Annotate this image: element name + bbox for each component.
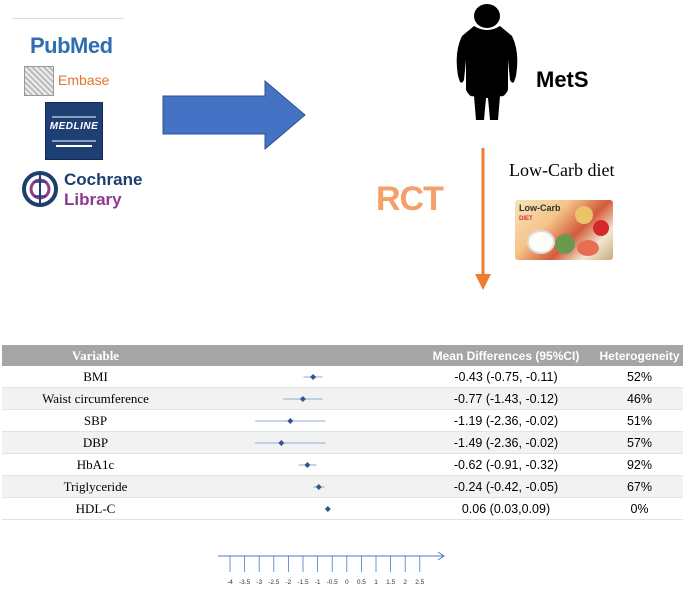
results-table: Variable Mean Differences (95%CI) Hetero…	[2, 345, 683, 520]
table-row: DBP -1.49 (-2.36, -0.02)57%	[2, 431, 683, 454]
medline-logo-text: MEDLINE	[49, 121, 99, 132]
forest-plot-row	[324, 506, 331, 512]
cochrane-logo: Cochrane Library	[22, 168, 152, 212]
pubmed-logo: PubMed	[12, 18, 124, 59]
right-arrow-icon	[162, 80, 306, 150]
forest-plot-row	[255, 418, 326, 424]
row-mean-difference: 0.06 (0.03,0.09)	[416, 497, 596, 520]
medline-emblem-icon	[52, 116, 96, 147]
mean-difference-marker	[324, 506, 331, 512]
down-arrow-icon	[475, 148, 491, 290]
row-heterogeneity: 52%	[596, 366, 683, 388]
row-forest-plot	[189, 431, 416, 454]
forest-plot-row	[303, 374, 323, 380]
row-variable: HbA1c	[2, 453, 189, 476]
axis-tick-label: 1.5	[386, 579, 395, 586]
axis-tick-label: -3.5	[239, 579, 251, 586]
forest-plot-row	[283, 396, 323, 402]
forest-plot-row	[298, 462, 317, 468]
row-forest-plot	[189, 453, 416, 476]
header-plot	[189, 345, 416, 366]
axis-tick-label: 2	[403, 579, 407, 586]
forest-plot-row	[255, 440, 326, 446]
row-mean-difference: -0.77 (-1.43, -0.12)	[416, 387, 596, 410]
forest-plot-row	[313, 484, 325, 490]
header-mean-differences: Mean Differences (95%CI)	[416, 345, 596, 366]
row-variable: Waist circumference	[2, 387, 189, 410]
row-mean-difference: -0.62 (-0.91, -0.32)	[416, 453, 596, 476]
row-mean-difference: -1.19 (-2.36, -0.02)	[416, 409, 596, 432]
mets-label: MetS	[536, 67, 589, 92]
rct-label: RCT	[376, 180, 444, 218]
header-heterogeneity: Heterogeneity	[596, 345, 683, 366]
obese-person-icon	[456, 4, 518, 120]
table-row: HbA1c -0.62 (-0.91, -0.32)92%	[2, 453, 683, 476]
embase-logo-text: Embase	[58, 72, 110, 88]
pubmed-logo-text: PubMed	[30, 33, 113, 58]
row-forest-plot	[189, 475, 416, 498]
intervention-label: Low-Carb diet	[509, 160, 615, 180]
embase-emblem-icon	[24, 66, 54, 96]
axis-tick-label: -2	[286, 579, 292, 586]
row-forest-plot	[189, 366, 416, 388]
cochrane-emblem-icon	[22, 171, 58, 207]
table-row: SBP -1.19 (-2.36, -0.02)51%	[2, 409, 683, 432]
axis-tick-label: 0.5	[357, 579, 366, 586]
row-variable: SBP	[2, 409, 189, 432]
axis-tick-label: 2.5	[415, 579, 424, 586]
row-variable: HDL-C	[2, 497, 189, 520]
axis-arrow-icon	[437, 551, 445, 561]
axis-tick-label: -3	[256, 579, 262, 586]
table-row: HDL-C 0.06 (0.03,0.09)0%	[2, 497, 683, 520]
row-variable: DBP	[2, 431, 189, 454]
mean-difference-marker	[310, 374, 317, 380]
row-mean-difference: -0.43 (-0.75, -0.11)	[416, 366, 596, 388]
row-forest-plot	[189, 387, 416, 410]
mean-difference-marker	[304, 462, 311, 468]
food-image-subtitle: DIET	[519, 216, 533, 222]
row-heterogeneity: 0%	[596, 497, 683, 520]
axis-tick-label: -2.5	[268, 579, 280, 586]
row-heterogeneity: 51%	[596, 409, 683, 432]
table-row: Triglyceride -0.24 (-0.42, -0.05)67%	[2, 475, 683, 498]
axis-tick-label: -1	[315, 579, 321, 586]
cochrane-logo-text: Cochrane	[64, 170, 143, 189]
row-forest-plot	[189, 409, 416, 432]
medline-logo: MEDLINE	[45, 102, 103, 160]
axis-tick-label: 1	[374, 579, 378, 586]
axis-tick-label: 0	[345, 579, 349, 586]
row-forest-plot	[189, 497, 416, 520]
mean-difference-marker	[287, 418, 294, 424]
food-image-title: Low-Carb	[519, 203, 561, 213]
mean-difference-marker	[278, 440, 285, 446]
axis-tick-label: -0.5	[327, 579, 339, 586]
row-heterogeneity: 92%	[596, 453, 683, 476]
cochrane-library-text: Library	[64, 190, 122, 209]
forest-plot-axis: -4 -3.5 -3 -2.5 -2 -1.5 -1 -0.5 0 0.5 1 1.5 2 2.5	[218, 551, 445, 586]
row-variable: Triglyceride	[2, 475, 189, 498]
mean-difference-marker	[315, 484, 322, 490]
embase-logo: Embase	[24, 66, 124, 96]
table-header-row: Variable Mean Differences (95%CI) Hetero…	[2, 345, 683, 366]
row-variable: BMI	[2, 366, 189, 388]
mean-difference-marker	[299, 396, 306, 402]
header-variable: Variable	[2, 345, 189, 366]
row-heterogeneity: 46%	[596, 387, 683, 410]
row-heterogeneity: 57%	[596, 431, 683, 454]
table-row: Waist circumference -0.77 (-1.43, -0.12)4…	[2, 387, 683, 410]
row-heterogeneity: 67%	[596, 475, 683, 498]
axis-tick-label: -4	[227, 579, 233, 586]
row-mean-difference: -0.24 (-0.42, -0.05)	[416, 475, 596, 498]
axis-tick-label: -1.5	[297, 579, 309, 586]
row-mean-difference: -1.49 (-2.36, -0.02)	[416, 431, 596, 454]
table-row: BMI -0.43 (-0.75, -0.11)52%	[2, 366, 683, 388]
